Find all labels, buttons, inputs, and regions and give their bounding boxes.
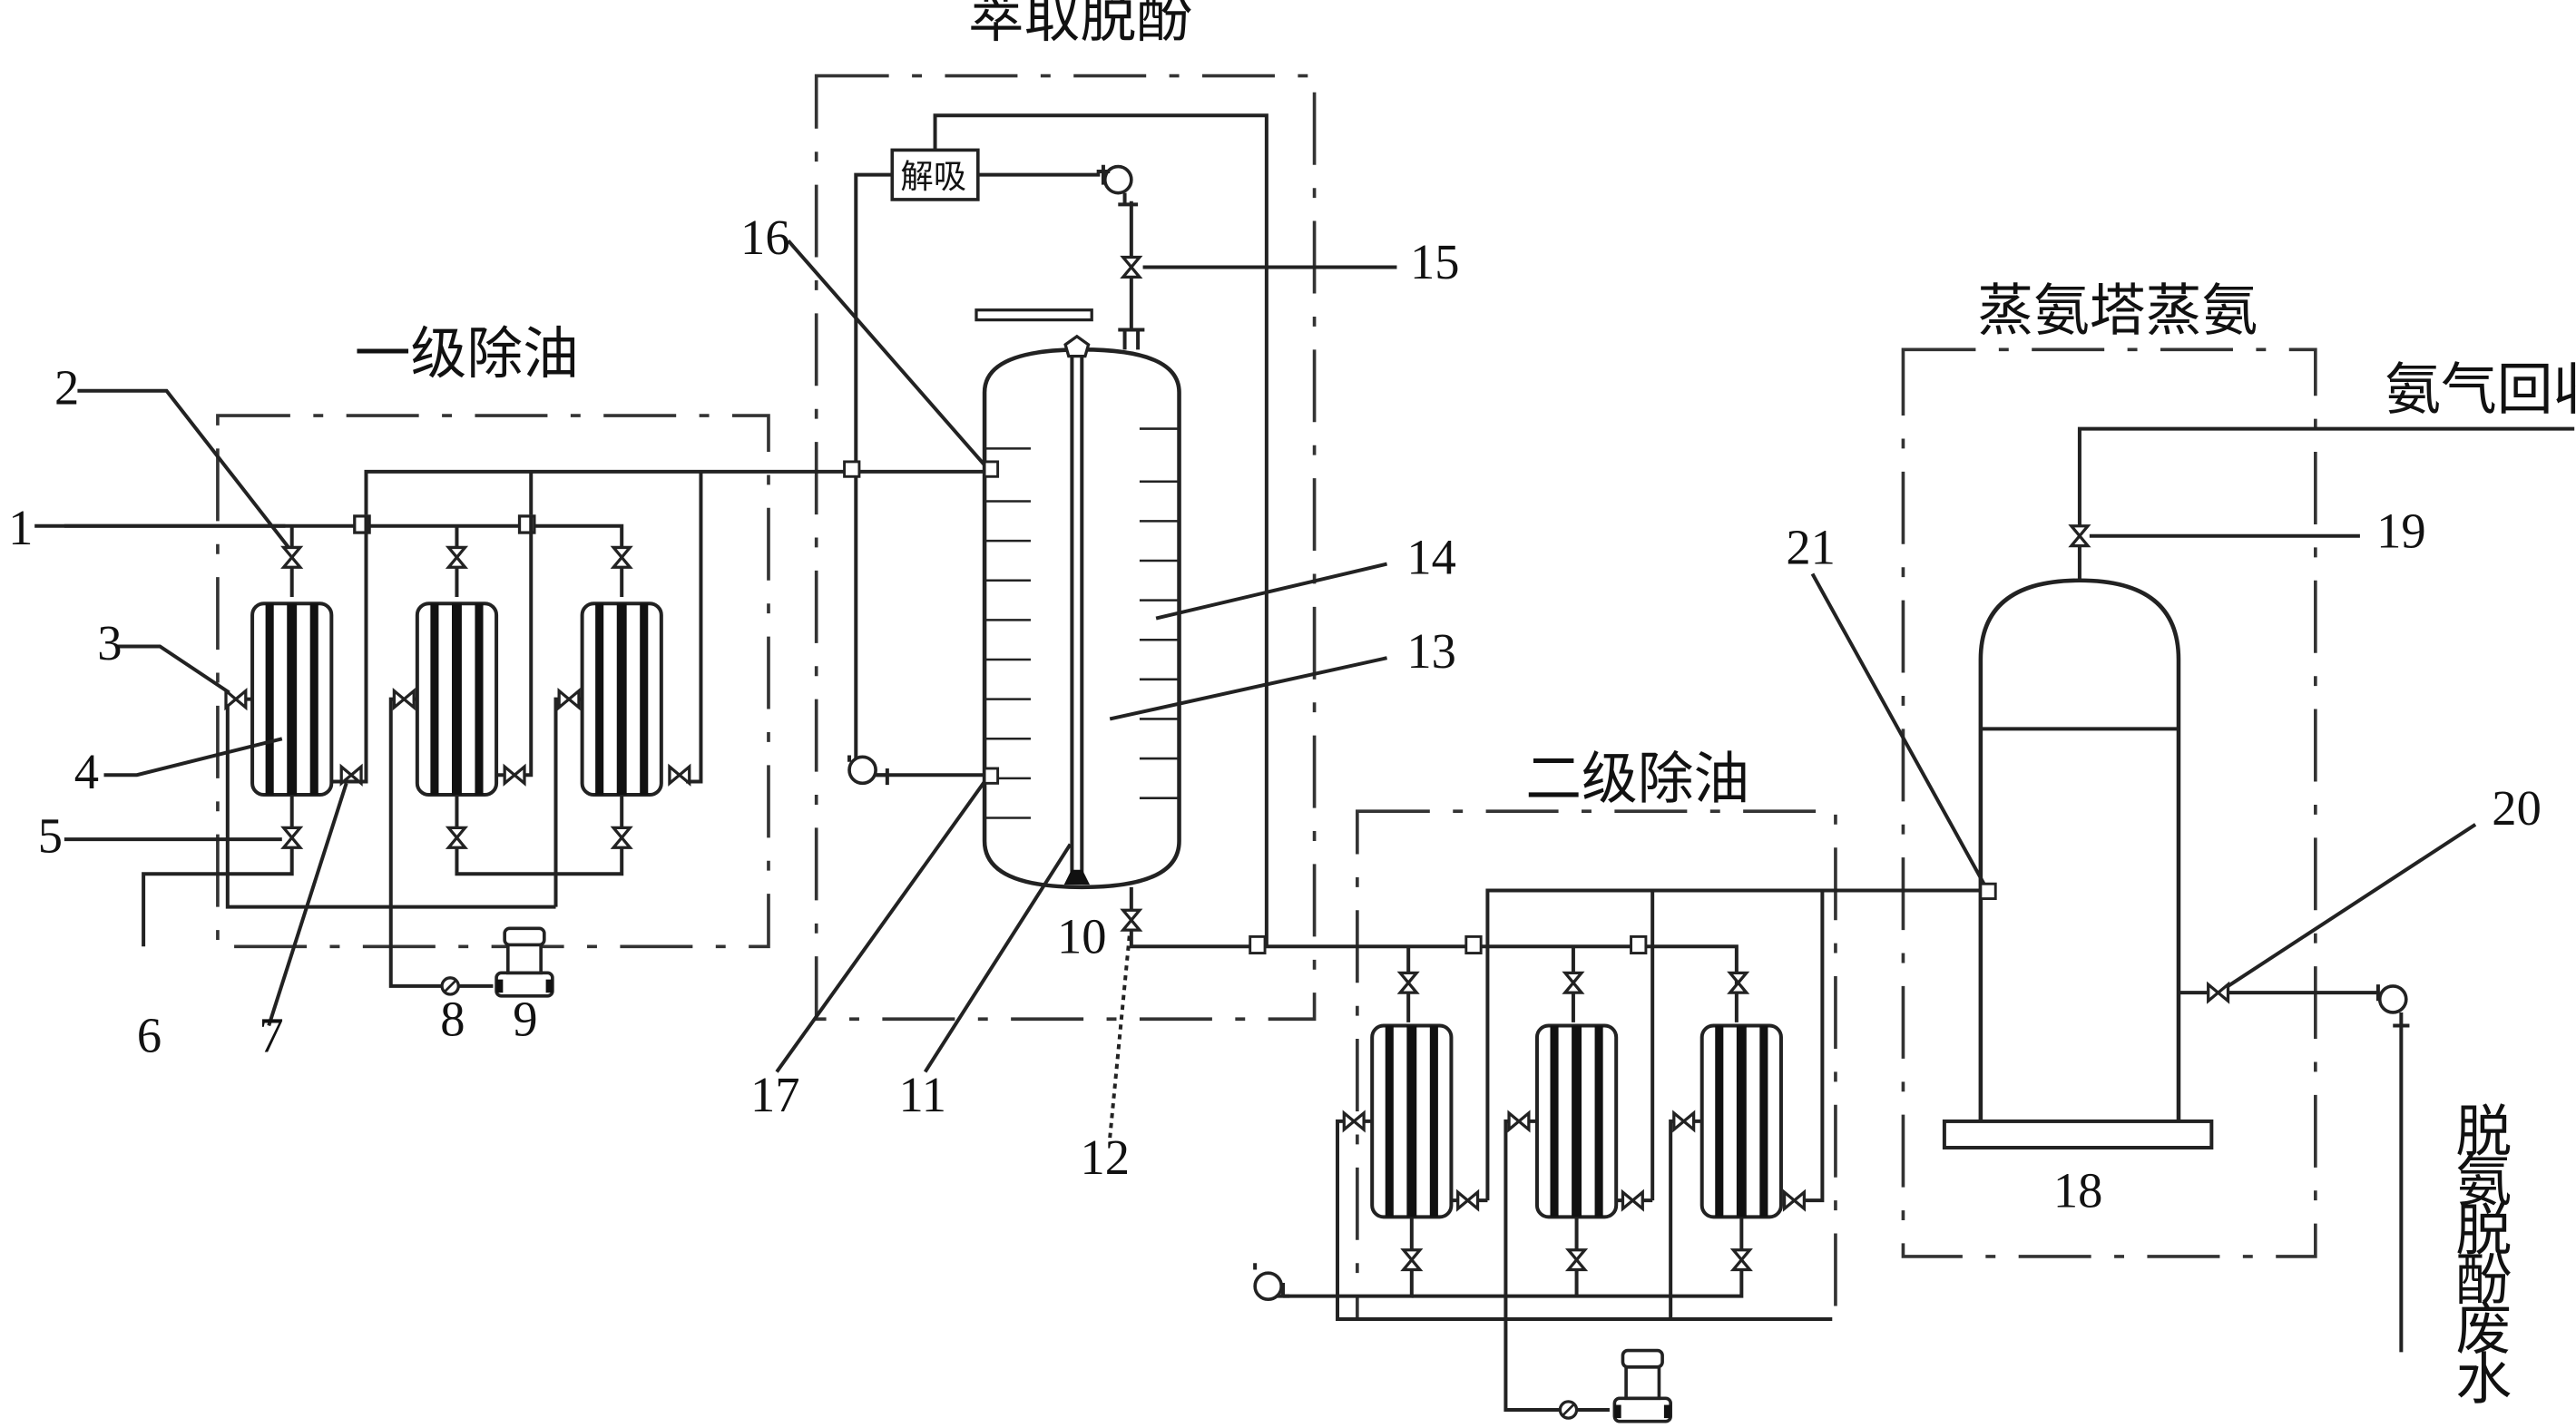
callout-17: 17 (750, 1067, 800, 1122)
oil-filter-column-2 (415, 602, 499, 797)
desorption-label: 解吸 (900, 157, 966, 196)
callout-19: 19 (2376, 503, 2426, 558)
valve-sec-drain-3[interactable] (1782, 1190, 1807, 1210)
callout-21: 21 (1786, 520, 1836, 575)
outlet-char-1: 脱 (2455, 1100, 2512, 1165)
callout-13: 13 (1406, 623, 1456, 679)
tee-fitting (843, 460, 861, 478)
ammonia-stripping-unit (1942, 426, 2575, 1353)
callout-7: 7 (259, 1008, 283, 1063)
sec-oil-filter-column-1 (1370, 1023, 1454, 1219)
valve-sec-drain-1[interactable] (1456, 1190, 1480, 1210)
boundary-primary-oil-removal (216, 414, 770, 949)
valve-backwash-2[interactable] (392, 689, 416, 709)
outlet-char-5: 废 (2455, 1297, 2512, 1363)
nozzle-17 (983, 767, 1000, 785)
valve-sec-top-2[interactable] (1563, 971, 1583, 994)
stirrer-drive (1063, 334, 1091, 358)
callout-3: 3 (97, 615, 122, 670)
primary-oil-removal-unit (34, 469, 985, 998)
valve-top-3[interactable] (612, 545, 632, 569)
stirrer-blade (1063, 869, 1091, 885)
sec-oil-filter-column-3 (1699, 1023, 1783, 1219)
valve-drain-2[interactable] (503, 765, 526, 785)
oil-filter-column-1 (250, 602, 334, 797)
callout-14: 14 (1406, 530, 1456, 585)
valve-20-water-outlet[interactable] (2207, 983, 2230, 1003)
callout-8: 8 (440, 991, 465, 1046)
valve-sec-backwash-1[interactable] (1342, 1111, 1366, 1131)
valve-sec-bottom-2[interactable] (1566, 1248, 1587, 1272)
transfer-pump (1253, 1263, 1290, 1302)
callout-5: 5 (38, 808, 63, 864)
valve-bottom-2[interactable] (446, 826, 467, 849)
callout-2: 2 (54, 359, 79, 415)
outlet-char-2: 氨 (2455, 1149, 2512, 1214)
callout-4: 4 (74, 744, 99, 799)
valve-top-2[interactable] (446, 545, 467, 569)
secondary-oil-removal-unit (1249, 888, 1983, 1423)
callouts: 1 2 3 4 5 6 7 8 9 10 11 12 13 14 15 16 1… (8, 210, 2542, 1218)
outlet-char-3: 脱 (2455, 1198, 2512, 1264)
valve-top-1[interactable] (281, 545, 302, 569)
title-ammonia-stripping: 蒸氨塔蒸氨 (1977, 279, 2258, 344)
callout-12: 12 (1080, 1130, 1130, 1185)
valve-bottom-3[interactable] (612, 826, 632, 849)
label-outlet-water: 脱 氨 脱 酚 废 水 (2455, 1100, 2529, 1413)
valve-backwash-3[interactable] (557, 689, 581, 709)
valve-bottom-1[interactable] (281, 826, 302, 849)
valve-12-bottom-outlet[interactable] (1121, 908, 1141, 932)
tee-fitting (1630, 934, 1648, 954)
outlet-char-6: 水 (2455, 1346, 2512, 1412)
inlet-nozzle-21 (1979, 882, 1997, 901)
boundary-extraction-dephenol (814, 73, 1317, 1022)
oil-filter-column-3 (580, 602, 663, 797)
valve-backwash-1[interactable] (224, 689, 248, 709)
extraction-column-unit: 解吸 (843, 113, 1268, 949)
label-ammonia-recovery: 氨气回收 (2385, 357, 2576, 423)
valve-sec-drain-2[interactable] (1621, 1190, 1644, 1210)
callout-10: 10 (1057, 909, 1107, 964)
tower-base (1942, 1119, 2214, 1150)
valve-sec-backwash-3[interactable] (1672, 1111, 1696, 1131)
outlet-char-4: 酚 (2455, 1247, 2512, 1313)
tee-fitting (1464, 934, 1483, 954)
title-extraction-dephenol: 萃取脱酚 (968, 0, 1192, 50)
callout-6: 6 (137, 1008, 162, 1063)
callout-9: 9 (513, 991, 537, 1046)
callout-20: 20 (2492, 780, 2542, 836)
tee-fitting (1249, 934, 1267, 954)
callout-16: 16 (740, 210, 790, 265)
solvent-pump (847, 755, 889, 786)
sec-oil-filter-column-2 (1534, 1023, 1619, 1219)
inlet-nozzle-16 (983, 460, 1000, 478)
valve-15-top-outlet[interactable] (1121, 255, 1141, 279)
valve-sec-bottom-1[interactable] (1402, 1248, 1422, 1272)
valve-sec-top-3[interactable] (1728, 971, 1748, 994)
ammonia-stripping-tower (1978, 578, 2181, 1121)
title-primary-oil-removal: 一级除油 (355, 321, 579, 386)
outlet-pump (2375, 984, 2410, 1028)
desorption-pump (1096, 164, 1139, 207)
title-secondary-oil-removal: 二级除油 (1525, 747, 1749, 812)
callout-11: 11 (899, 1067, 947, 1122)
valve-drain-3[interactable] (668, 765, 691, 785)
valve-sec-top-1[interactable] (1398, 971, 1418, 994)
feed-pump-motor-2 (1612, 1348, 1672, 1423)
callout-1: 1 (8, 500, 33, 555)
feed-pump-motor (495, 926, 554, 998)
valve-sec-bottom-3[interactable] (1731, 1248, 1752, 1272)
valve-19-ammonia-outlet[interactable] (2070, 524, 2090, 548)
top-platform (975, 308, 1093, 322)
callout-15: 15 (1410, 234, 1460, 289)
column-trays (984, 427, 1180, 819)
callout-18: 18 (2053, 1162, 2103, 1218)
valve-sec-backwash-2[interactable] (1507, 1111, 1531, 1131)
